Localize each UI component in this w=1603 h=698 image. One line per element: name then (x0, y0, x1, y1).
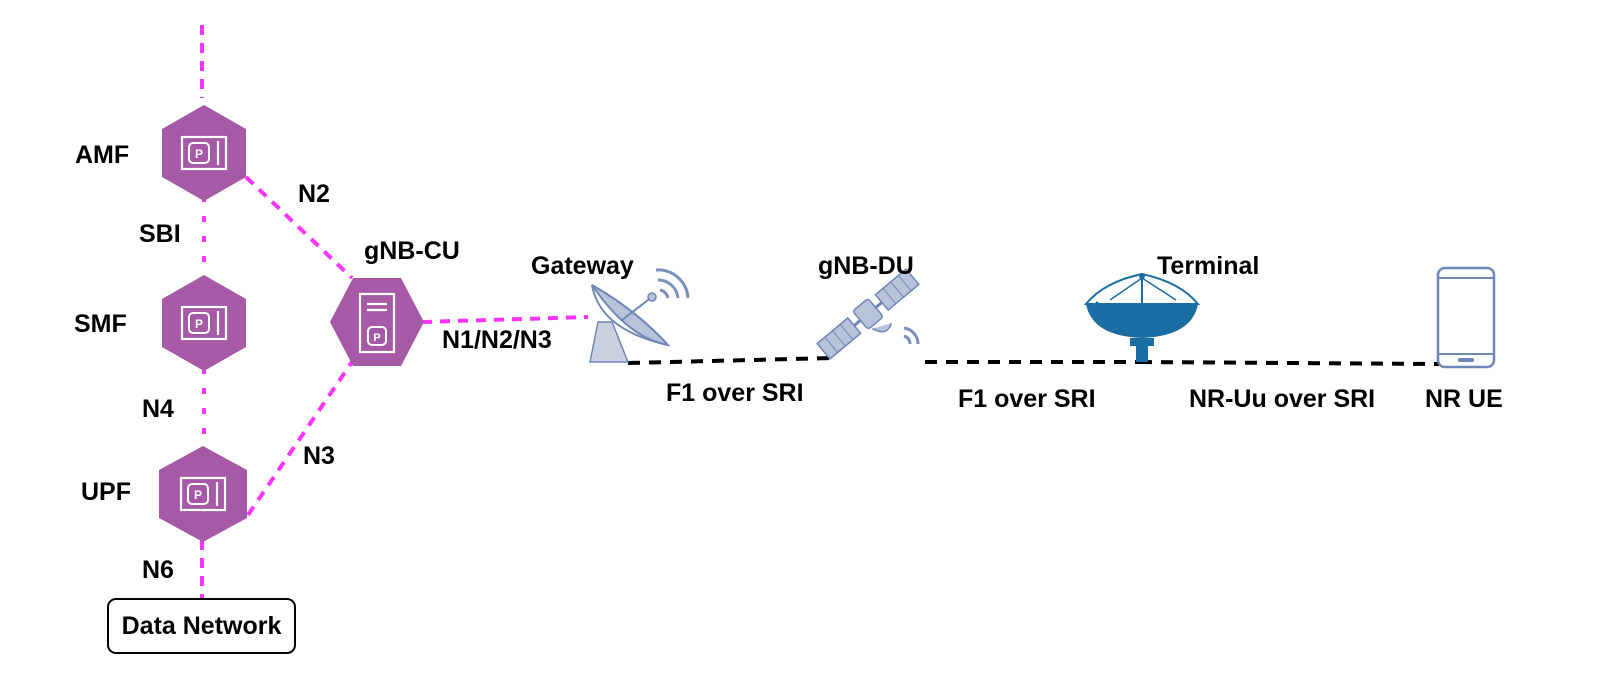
n2-link (244, 175, 354, 280)
n1n2n3-link (421, 315, 589, 324)
smf-hexagon (162, 275, 246, 371)
gnb-cu-label: gNB-CU (364, 237, 460, 265)
n2-label: N2 (298, 180, 330, 208)
terminal-ue-link (1139, 360, 1441, 366)
gnb-cu-hexagon (330, 278, 424, 366)
nr-uu-over-sri-label: NR-Uu over SRI (1189, 385, 1376, 413)
nr-ue-label: NR UE (1425, 385, 1503, 413)
phone-icon[interactable] (1436, 266, 1496, 369)
smf-label: SMF (74, 310, 127, 338)
n3-label: N3 (303, 442, 335, 470)
f1-over-sri-label-1: F1 over SRI (666, 379, 804, 407)
signal-waves-icon (655, 268, 690, 299)
gnb-du-label: gNB-DU (818, 252, 914, 280)
data-network-label: Data Network (121, 611, 282, 640)
upf-label: UPF (81, 478, 131, 506)
n4-label: N4 (142, 395, 174, 423)
gateway-dish-icon[interactable] (589, 268, 690, 363)
core-links (200, 25, 589, 598)
amf-node[interactable] (162, 105, 246, 201)
gateway-satellite-link (627, 356, 835, 365)
terminal-label: Terminal (1157, 252, 1260, 280)
sbi-label: SBI (139, 220, 181, 248)
gnb-cu-node[interactable]: P (330, 278, 424, 366)
n3-link (246, 360, 354, 517)
satellite-icon[interactable] (816, 268, 928, 371)
radio-links (627, 356, 1441, 366)
n1n2n3-label: N1/N2/N3 (442, 326, 552, 354)
upf-hexagon (159, 446, 247, 542)
gateway-label: Gateway (531, 252, 634, 280)
satellite-signal-icon (903, 326, 920, 345)
smf-node[interactable] (162, 275, 246, 371)
terminal-dish-icon[interactable] (1083, 272, 1201, 362)
f1-over-sri-label-2: F1 over SRI (958, 385, 1096, 413)
data-network-box[interactable]: Data Network (107, 598, 296, 654)
amf-label: AMF (75, 141, 130, 169)
upf-node[interactable] (159, 446, 247, 542)
server-icon: P (358, 292, 396, 354)
svg-text:P: P (373, 332, 380, 344)
n6-label: N6 (142, 556, 174, 584)
amf-hexagon (162, 105, 246, 201)
